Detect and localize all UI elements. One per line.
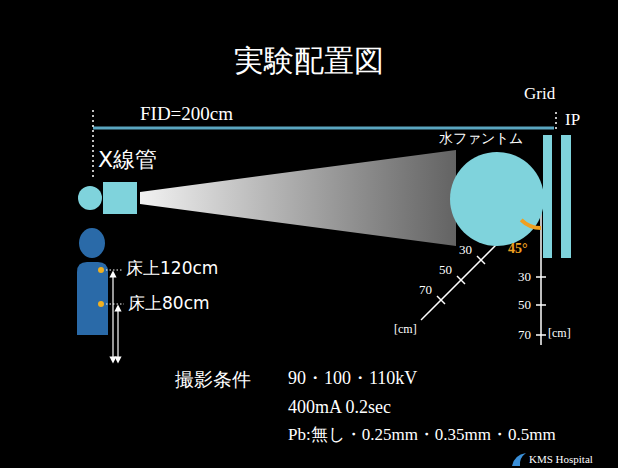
node-label: IP [565,111,580,130]
node-outline [524,84,558,260]
xray-tube: X線管 [76,148,176,220]
diagram-title: 実験配置図 [234,44,384,77]
axis-unit: [cm] [394,323,417,336]
height-arrow [117,308,118,360]
node-outline [559,110,599,260]
water-phantom: 水ファントム [438,128,548,250]
node-label: 水ファントム [439,131,523,146]
vertical-axis [540,200,542,345]
axis-value: 30 [518,270,531,284]
axis-tick [457,276,465,284]
height-marker [98,267,104,273]
grid-bar [543,135,552,258]
condition-value: 400mA 0.2sec [288,398,391,418]
height-label: 床上80cm [128,294,210,313]
axis-tick [437,296,445,304]
condition-heading: 撮影条件 [175,369,251,390]
condition-value: 90・100・110kV [288,369,417,389]
distance-label: FID=200cm [140,104,233,125]
phantom-circle [450,152,544,246]
logo-mark [512,453,526,466]
axis-tick [536,276,546,278]
ip-bar [561,135,571,258]
axis-tick [536,334,546,336]
axis-value: 50 [518,298,531,312]
watermark: KMS Hospital [529,453,593,465]
person-body [77,262,108,335]
imaging-plate: IP [559,110,599,260]
angle-label: 45° [508,241,528,256]
node-outline [438,128,548,250]
height-arrow [112,274,113,360]
condition-value: Pb:無し・0.25mm・0.35mm・0.5mm [288,426,556,445]
axis-value: 70 [518,328,531,342]
fid-line [93,127,554,130]
height-marker [98,301,104,307]
axis-value: 30 [459,243,472,257]
fid-dotted-marker [92,110,94,178]
person-head [79,228,105,258]
xray-beam [140,150,456,246]
height-label: 床上120cm [126,259,218,278]
axis-value: 50 [439,263,452,277]
axis-tick [477,256,485,264]
leader-line [106,303,124,304]
axis-tick [536,304,546,306]
axis-value: 70 [419,283,432,297]
node-label: X線管 [98,148,157,172]
leader-line [106,269,122,270]
grid-plate: Grid [524,84,558,260]
tube-window [103,182,137,214]
node-label: Grid [524,85,555,104]
axis-unit: [cm] [548,327,571,340]
fid-dotted-marker [555,112,557,132]
tube-housing [78,186,102,210]
angle-arc [521,220,541,228]
